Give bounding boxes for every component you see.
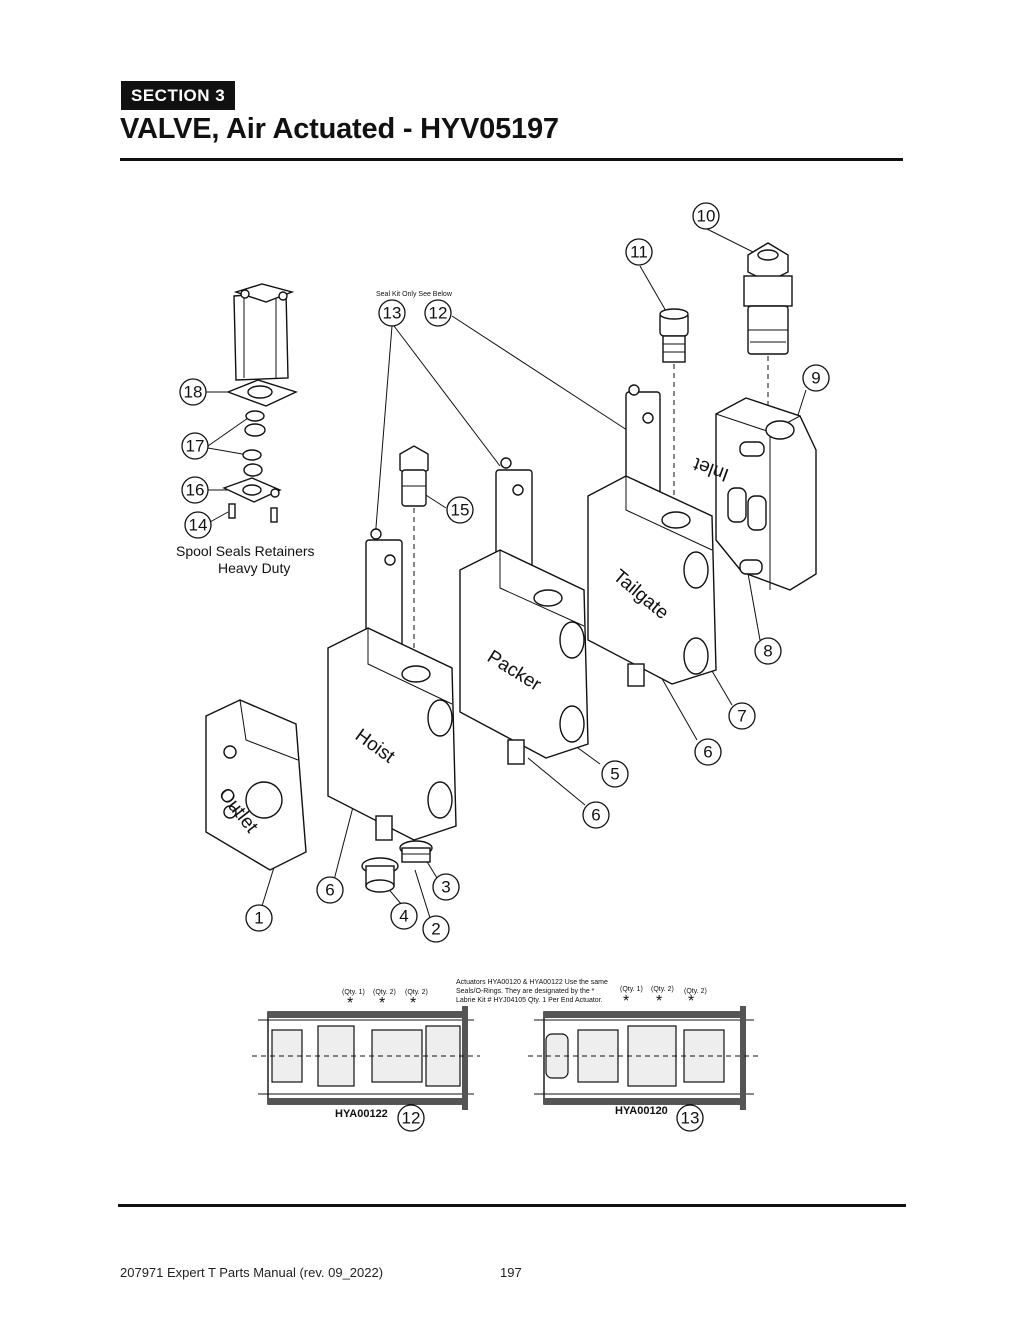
actuator-note-line-3: Labrie Kit # HYJ04105 Qty. 1 Per End Act… xyxy=(456,997,603,1004)
svg-text:6: 6 xyxy=(703,743,712,762)
svg-text:*: * xyxy=(688,993,694,1010)
svg-text:17: 17 xyxy=(186,437,205,456)
callout-15: 14 xyxy=(184,511,212,539)
svg-text:12: 12 xyxy=(402,1109,421,1128)
actuator-note-line-2: Seals/O-Rings. They are designated by th… xyxy=(456,988,595,995)
svg-text:15: 15 xyxy=(451,501,470,520)
svg-text:12: 12 xyxy=(429,304,448,323)
outlet-section xyxy=(205,699,307,871)
page-number: 197 xyxy=(500,1265,522,1280)
callout-16: 16 xyxy=(181,476,209,504)
svg-text:11: 11 xyxy=(630,243,648,262)
hoist-section xyxy=(327,528,457,841)
callout-6-right: 6 xyxy=(694,738,722,766)
callout-1: 1 xyxy=(245,904,273,932)
svg-text:*: * xyxy=(347,995,353,1012)
callout-10: 10 xyxy=(692,202,720,230)
tailgate-section xyxy=(587,384,717,687)
qty-label: (Qty. 1) xyxy=(620,986,643,993)
callout-6-middle: 6 xyxy=(582,801,610,829)
header-rule xyxy=(120,158,903,161)
callout-2: 2 xyxy=(422,915,450,943)
seal-markers: * * * * * * xyxy=(347,993,694,1012)
svg-text:5: 5 xyxy=(610,765,619,784)
svg-text:*: * xyxy=(410,995,416,1012)
caption-line-1: Spool Seals Retainers xyxy=(176,543,315,559)
svg-text:13: 13 xyxy=(681,1109,700,1128)
svg-text:7: 7 xyxy=(737,707,746,726)
plug-fitting xyxy=(659,308,689,518)
packer-section xyxy=(459,457,589,765)
svg-text:3: 3 xyxy=(441,878,450,897)
actuator-model-right: HYA00120 xyxy=(615,1105,668,1117)
svg-text:18: 18 xyxy=(184,383,203,402)
actuator-hya00122-section xyxy=(252,1006,480,1110)
svg-text:6: 6 xyxy=(591,806,600,825)
svg-text:*: * xyxy=(623,993,629,1010)
port-fittings xyxy=(361,840,433,893)
svg-text:9: 9 xyxy=(811,369,820,388)
section-tag: SECTION 3 xyxy=(121,81,236,110)
callout-12-top: 12 xyxy=(424,299,452,327)
svg-text:1: 1 xyxy=(254,909,263,928)
svg-text:2: 2 xyxy=(431,920,440,939)
check-cartridge xyxy=(399,445,429,668)
callout-13-bottom: 13 xyxy=(676,1104,704,1132)
svg-text:4: 4 xyxy=(399,907,408,926)
callout-8: 8 xyxy=(754,637,782,665)
page-title: VALVE, Air Actuated - HYV05197 xyxy=(120,113,559,145)
callout-3: 3 xyxy=(432,873,460,901)
callout-13-top: 13 xyxy=(378,299,406,327)
callout-11: 11 xyxy=(625,238,653,266)
qty-label: (Qty. 2) xyxy=(651,986,674,993)
callout-7: 7 xyxy=(728,702,756,730)
footer-rule xyxy=(118,1204,906,1207)
callout-5: 5 xyxy=(601,760,629,788)
svg-text:*: * xyxy=(656,993,662,1010)
actuator-hya00120-section xyxy=(528,1006,762,1110)
spool-seal-retainer-kit xyxy=(222,283,298,523)
inlet-section xyxy=(715,397,817,591)
relief-valve-cartridge xyxy=(743,242,793,440)
footer-manual-title: 207971 Expert T Parts Manual (rev. 09_20… xyxy=(120,1265,384,1280)
callout-6-left: 6 xyxy=(316,876,344,904)
qty-label: (Qty. 2) xyxy=(684,988,707,995)
svg-text:8: 8 xyxy=(763,642,772,661)
actuator-model-left: HYA00122 xyxy=(335,1108,388,1120)
callout-17: 17 xyxy=(181,432,209,460)
callout-18: 18 xyxy=(179,378,207,406)
caption-line-2: Heavy Duty xyxy=(218,560,290,576)
callout-9: 9 xyxy=(802,364,830,392)
callout-4: 4 xyxy=(390,902,418,930)
svg-text:13: 13 xyxy=(383,304,402,323)
svg-text:*: * xyxy=(379,995,385,1012)
qty-label: (Qty. 1) xyxy=(342,989,365,996)
svg-text:16: 16 xyxy=(186,481,205,500)
seal-kit-note: Seal Kit Only See Below xyxy=(376,291,453,298)
qty-label: (Qty. 2) xyxy=(373,989,396,996)
svg-text:14: 14 xyxy=(189,516,208,535)
callout-14: 15 xyxy=(446,496,474,524)
svg-text:6: 6 xyxy=(325,881,334,900)
callout-12-bottom: 12 xyxy=(397,1104,425,1132)
qty-label: (Qty. 2) xyxy=(405,989,428,996)
svg-text:10: 10 xyxy=(697,207,716,226)
actuator-note-line-1: Actuators HYA00120 & HYA00122 Use the sa… xyxy=(456,979,608,986)
